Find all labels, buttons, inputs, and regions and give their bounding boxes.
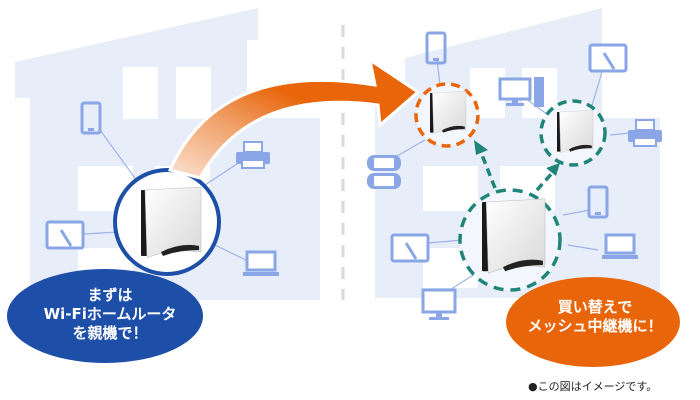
arrowhead-icon	[474, 140, 488, 155]
arrowhead-icon	[546, 163, 560, 176]
upgrade-arrow	[167, 56, 421, 180]
tablet-icon	[45, 220, 85, 250]
right-caption-bubble	[506, 277, 680, 367]
laptop-icon	[241, 250, 281, 278]
right-caption: 買い替えで メッシュ中継機に！	[505, 298, 685, 336]
left-caption: まずは Wi-Fiホームルータ を親機で！	[20, 286, 200, 342]
mesh-link-arrows	[478, 149, 555, 192]
left-house	[15, 8, 320, 300]
mesh-router-orange	[414, 82, 480, 148]
footnote: ●この図はイメージです。	[528, 380, 658, 393]
tablet-icon	[390, 233, 430, 263]
parent-router	[113, 168, 221, 276]
mesh-router-teal-small	[539, 99, 607, 167]
left-connection-lines	[83, 129, 251, 263]
laptop-icon	[600, 233, 640, 261]
right-caption-line: 買い替えで	[557, 298, 633, 316]
left-caption-bubble	[7, 269, 203, 363]
monitor-icon	[421, 288, 457, 322]
tablet-icon	[588, 43, 628, 73]
right-caption-line: メッシュ中継機に！	[527, 316, 663, 335]
left-caption-line: Wi-Fiホームルータ	[43, 304, 177, 323]
left-caption-line: を親機で！	[72, 323, 148, 342]
right-house	[375, 8, 660, 298]
left-caption-line: まずは	[87, 286, 133, 304]
mesh-router-parent	[458, 188, 562, 292]
